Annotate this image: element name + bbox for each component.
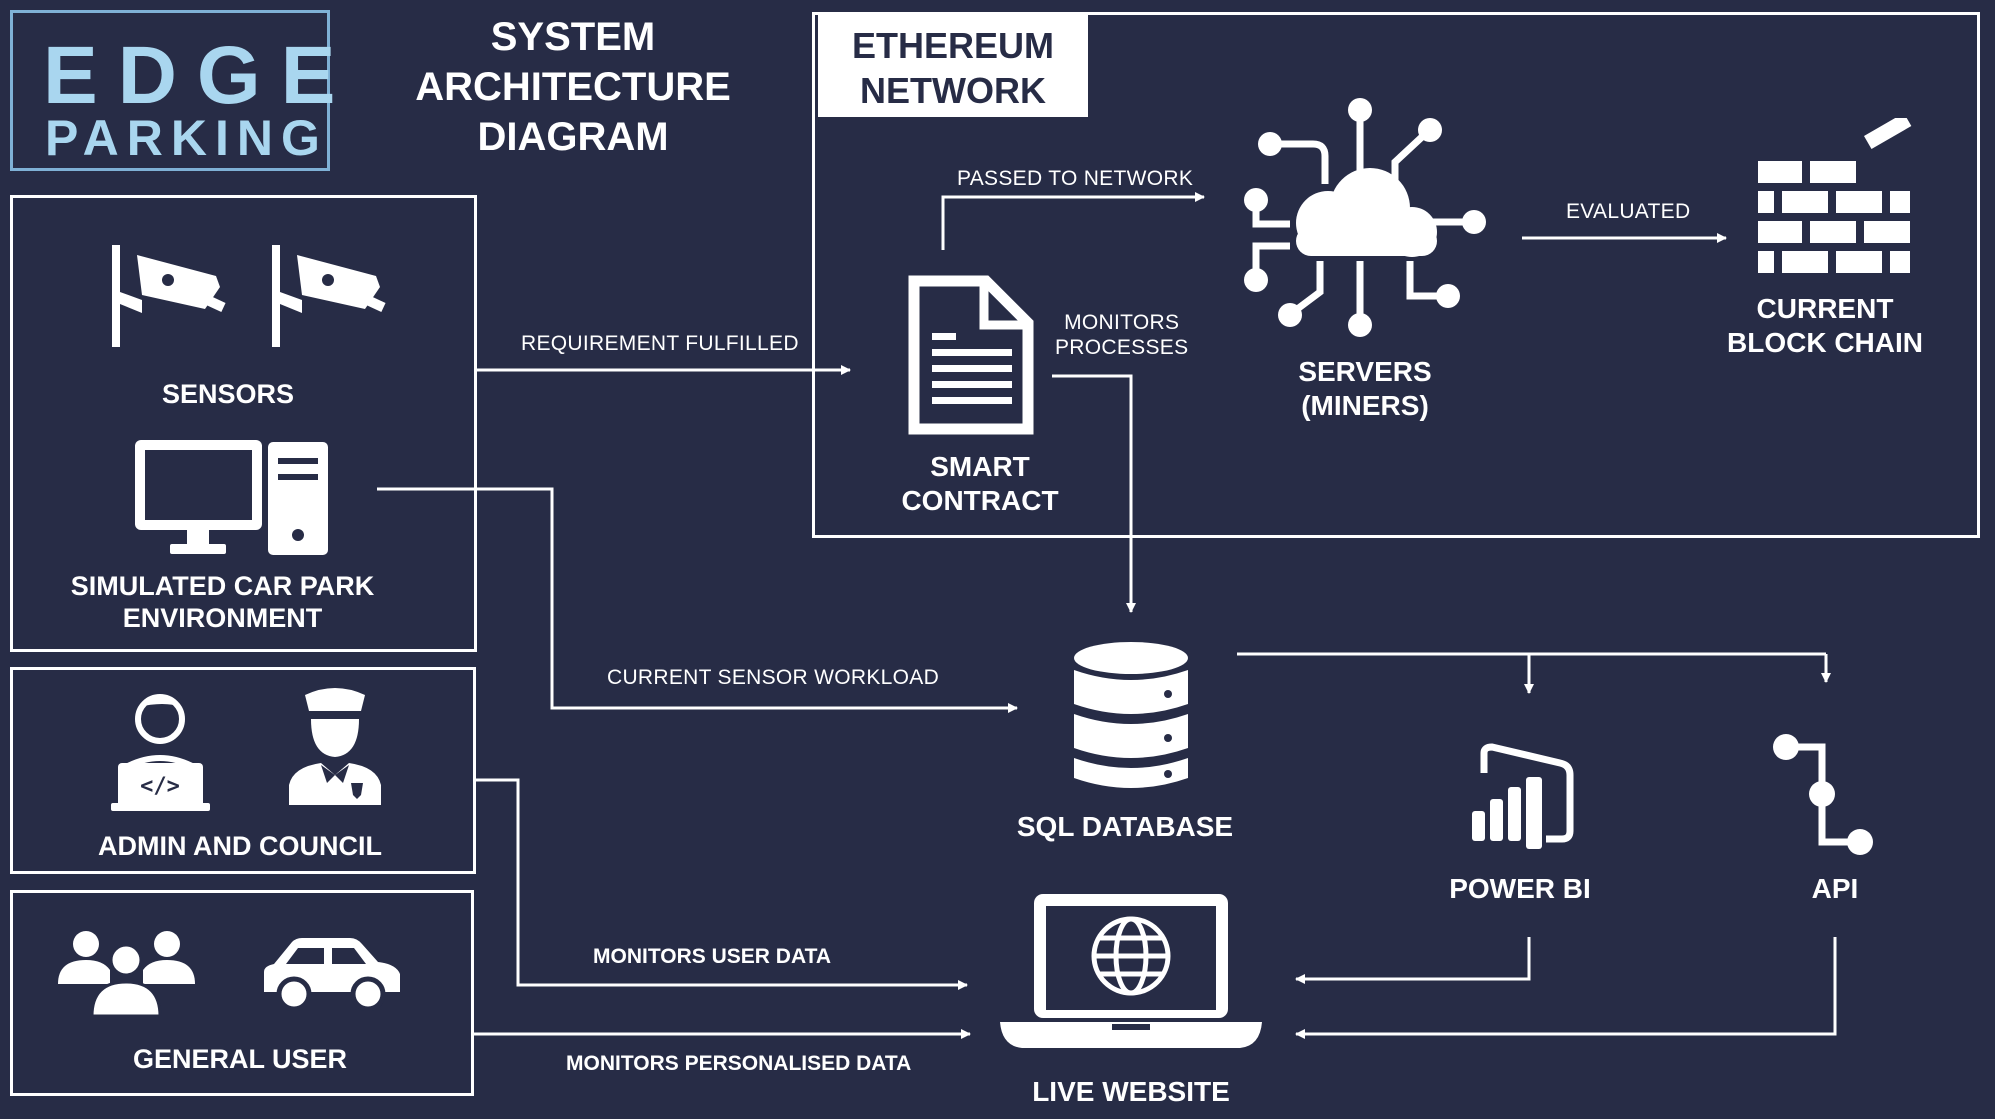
logo-edge: EDGE bbox=[43, 30, 356, 121]
code-icon-label: </> bbox=[140, 774, 180, 799]
sensors-label: SENSORS bbox=[161, 379, 295, 409]
api-label: API bbox=[1811, 873, 1859, 904]
ethereum-label-2: NETWORK bbox=[860, 70, 1046, 111]
smart-contract-label-2: CONTRACT bbox=[901, 484, 1059, 516]
blockchain-label: CURRENT BLOCK CHAIN bbox=[1700, 292, 1950, 359]
title-line-1: SYSTEM bbox=[490, 15, 656, 59]
database-icon bbox=[1074, 642, 1188, 788]
arrow-monitors-user-data bbox=[474, 778, 968, 990]
requirement-fulfilled-label: REQUIREMENT FULFILLED bbox=[521, 332, 799, 355]
power-bi-label: POWER BI bbox=[1449, 873, 1591, 904]
evaluated-label: EVALUATED bbox=[1566, 200, 1691, 223]
logo-parking: PARKING bbox=[45, 110, 328, 166]
monitors-user-data-label: MONITORS USER DATA bbox=[593, 945, 832, 968]
title-line-2: ARCHITECTURE bbox=[415, 65, 731, 109]
servers-label: SERVERS (MINERS) bbox=[1265, 355, 1465, 422]
power-bi-icon bbox=[1472, 743, 1574, 849]
smart-contract-label: SMART CONTRACT bbox=[880, 450, 1080, 517]
ethereum-network-box bbox=[812, 12, 1980, 538]
servers-label-2: (MINERS) bbox=[1301, 389, 1429, 421]
camera-icon bbox=[112, 245, 226, 347]
general-user-box bbox=[10, 890, 474, 1096]
admin-label: ADMIN AND COUNCIL bbox=[98, 831, 382, 861]
servers-label-1: SERVERS bbox=[1298, 356, 1432, 387]
car-park-label-2: ENVIRONMENT bbox=[122, 603, 323, 634]
document-icon bbox=[908, 275, 1034, 435]
arrow-sensor-workload bbox=[377, 487, 1018, 713]
block-chain-icon bbox=[1758, 118, 1912, 273]
car-park-label-1: SIMULATED CAR PARK bbox=[70, 571, 375, 601]
laptop-globe-icon bbox=[1000, 894, 1262, 1048]
camera-icon bbox=[272, 245, 386, 347]
sensors-box bbox=[10, 195, 477, 652]
admin-box bbox=[10, 667, 476, 874]
logo: EDGE PARKING bbox=[10, 10, 335, 171]
smart-contract-label-1: SMART bbox=[930, 451, 1030, 482]
passed-to-network-label: PASSED TO NETWORK bbox=[957, 167, 1194, 190]
live-website-label: LIVE WEBSITE bbox=[1032, 1076, 1230, 1107]
sql-database-label: SQL DATABASE bbox=[1016, 811, 1234, 842]
ethereum-label-1: ETHEREUM bbox=[851, 25, 1054, 66]
monitors-personalised-data-label: MONITORS PERSONALISED DATA bbox=[566, 1052, 912, 1075]
monitors-processes-label-2: PROCESSES bbox=[1055, 336, 1189, 360]
user-group-icon bbox=[58, 931, 195, 1016]
developer-icon: </> bbox=[111, 694, 210, 811]
sensor-workload-label: CURRENT SENSOR WORKLOAD bbox=[607, 666, 940, 689]
page-title: SYSTEM ARCHITECTURE DIAGRAM bbox=[413, 12, 733, 162]
blockchain-label-2: BLOCK CHAIN bbox=[1727, 326, 1923, 358]
api-icon bbox=[1773, 734, 1873, 855]
car-park-label: SIMULATED CAR PARK ENVIRONMENT bbox=[25, 570, 420, 635]
monitors-processes-label-1: MONITORS bbox=[1064, 311, 1180, 334]
desktop-computer-icon bbox=[135, 440, 328, 555]
blockchain-label-1: CURRENT bbox=[1756, 293, 1894, 324]
arrow-powerbi-to-website bbox=[1295, 937, 1531, 984]
cloud-network-icon bbox=[1244, 98, 1486, 337]
arrow-monitors-processes bbox=[1052, 374, 1136, 613]
title-line-3: DIAGRAM bbox=[477, 115, 669, 159]
general-user-label: GENERAL USER bbox=[132, 1044, 348, 1074]
arrow-passed-to-network bbox=[941, 192, 1205, 250]
car-icon bbox=[264, 938, 400, 1011]
arrow-api-to-website bbox=[1295, 937, 1837, 1039]
police-officer-icon bbox=[289, 688, 381, 805]
ethereum-network-tab: ETHEREUM NETWORK bbox=[818, 14, 1088, 117]
monitors-processes-label: MONITORS PROCESSES bbox=[1055, 310, 1188, 360]
